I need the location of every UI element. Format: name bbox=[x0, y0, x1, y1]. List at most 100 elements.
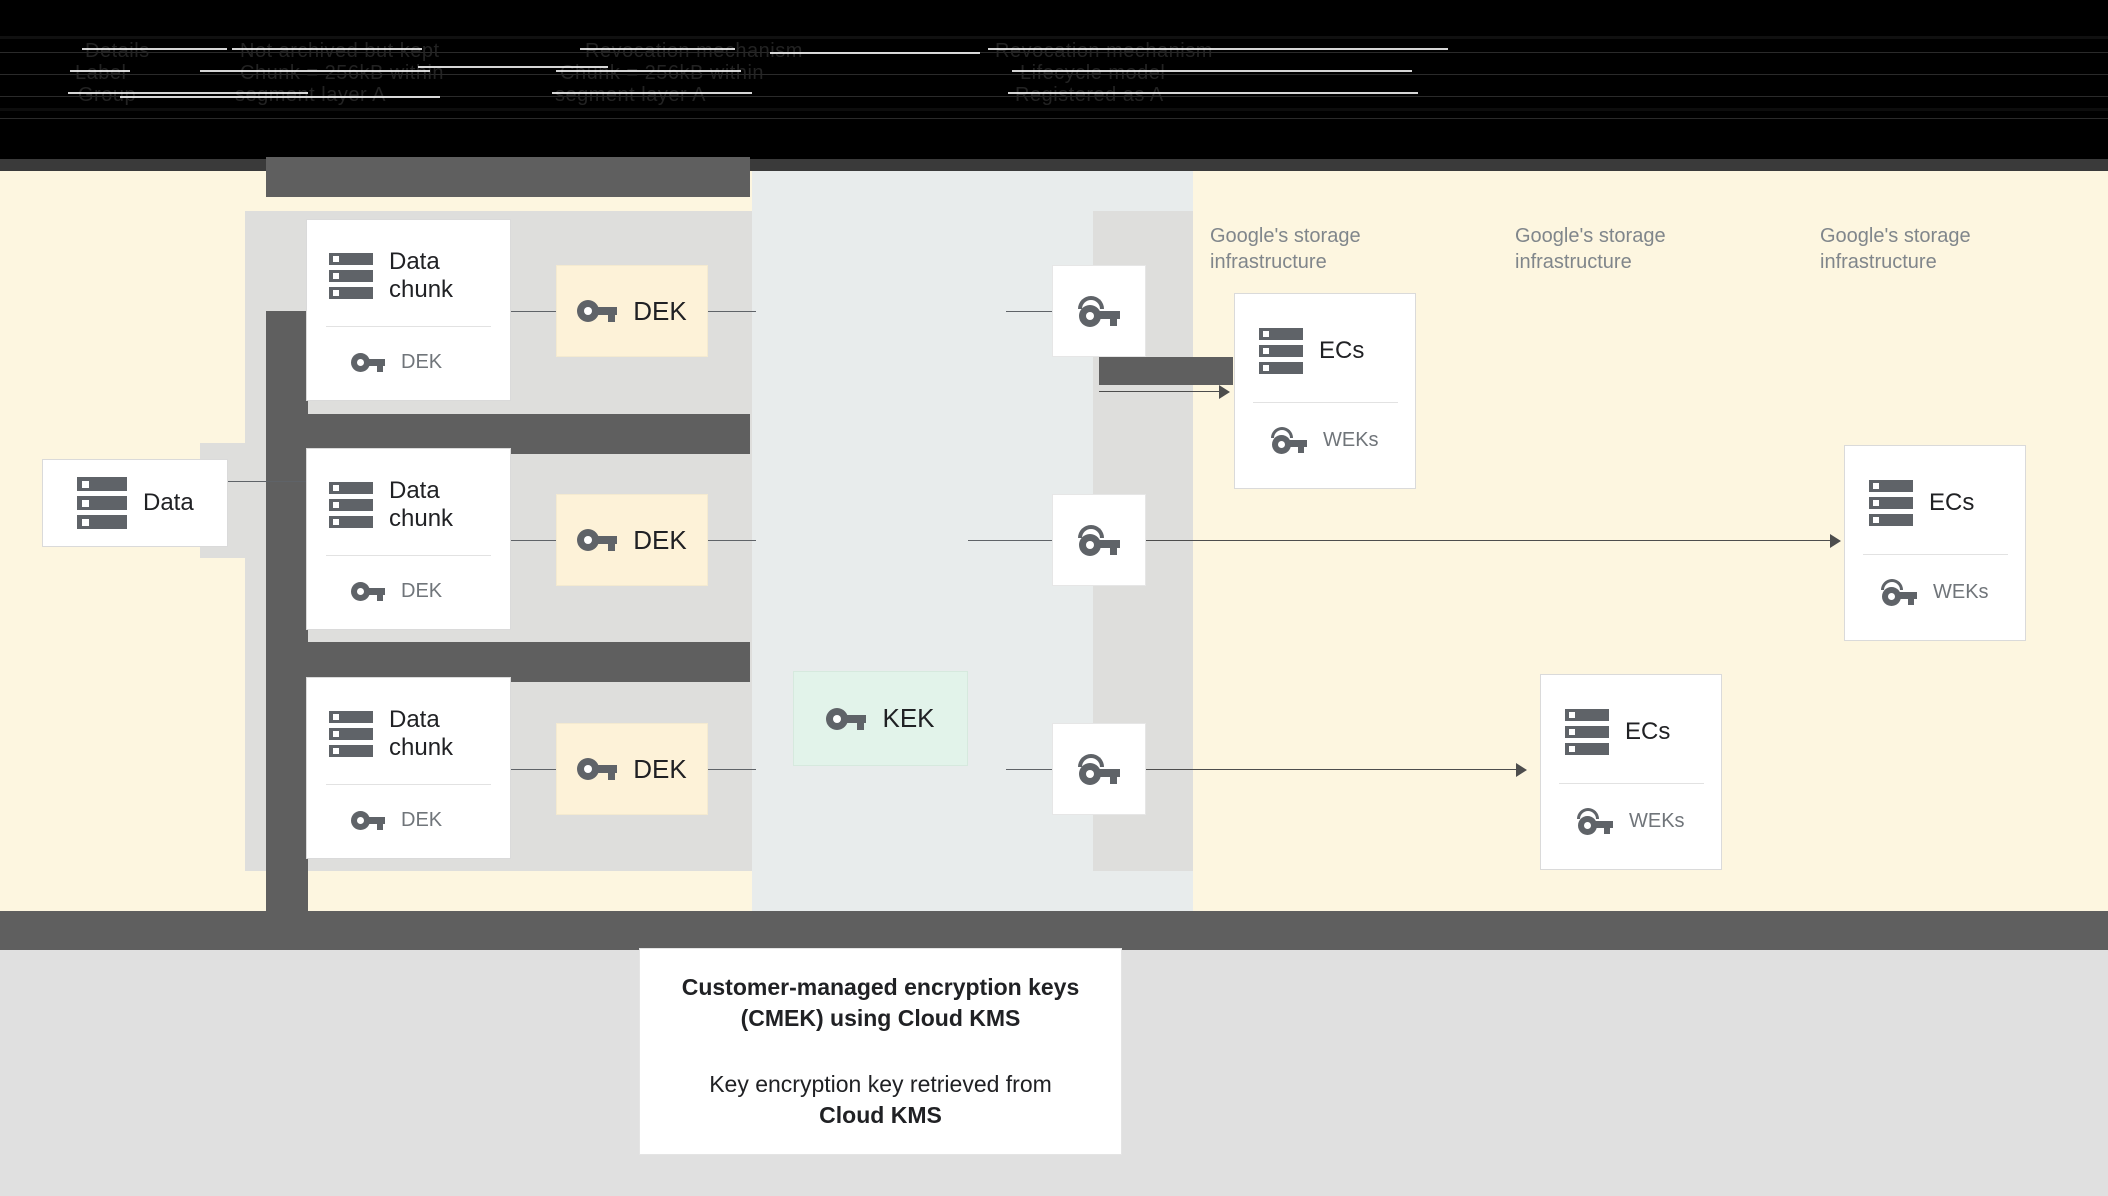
chunk-key-label: DEK bbox=[401, 350, 443, 373]
caption-box: Customer-managed encryption keys (CMEK) … bbox=[639, 948, 1122, 1155]
server-icon bbox=[329, 252, 373, 299]
arrow-line-ecs1 bbox=[1099, 391, 1226, 392]
glitch-text-row3-col1: Group bbox=[78, 84, 137, 106]
key-icon bbox=[351, 581, 385, 601]
dek-chip-1[interactable]: DEK bbox=[556, 265, 708, 357]
caption-regular-text: Key encryption key retrieved from bbox=[709, 1070, 1052, 1097]
server-icon bbox=[329, 481, 373, 528]
arrow-head-ecs1 bbox=[1219, 385, 1230, 399]
wrapped-key-icon bbox=[1078, 525, 1120, 556]
infra-label-text: Google's storage infrastructure bbox=[1820, 225, 1971, 273]
arrow-line-ecs2 bbox=[1146, 540, 1837, 541]
bracket-branch-3 bbox=[266, 157, 750, 197]
ecs-title: ECs bbox=[1625, 718, 1671, 746]
key-icon bbox=[577, 300, 618, 322]
wrapped-key-icon bbox=[1078, 296, 1120, 327]
wek1-output-stub bbox=[1099, 357, 1233, 385]
card-divider bbox=[326, 554, 491, 556]
line-data-to-bracket bbox=[228, 481, 308, 482]
caption-regular-bold: Cloud KMS bbox=[819, 1101, 942, 1128]
data-chunk-card-3[interactable]: Data chunk DEK bbox=[306, 677, 511, 859]
dek-chip-label: DEK bbox=[633, 295, 687, 326]
glitch-text-row1-col4: Revocation mechanism bbox=[995, 40, 1213, 62]
bottom-dark-strip bbox=[0, 911, 2108, 950]
infra-label-3: Google's storage infrastructure bbox=[1820, 223, 1995, 275]
glitch-text-row1-col2: Not archived but kept bbox=[240, 40, 440, 62]
key-icon bbox=[826, 707, 867, 730]
card-divider bbox=[326, 783, 491, 785]
key-icon bbox=[577, 529, 618, 551]
ecs-key-label: WEKs bbox=[1933, 580, 1989, 603]
infra-label-1: Google's storage infrastructure bbox=[1210, 223, 1385, 275]
line-dek2-boundary bbox=[708, 540, 756, 541]
card-divider bbox=[1862, 554, 2008, 555]
wrapped-key-box-3[interactable] bbox=[1052, 723, 1146, 815]
wrapped-key-icon bbox=[1881, 579, 1917, 606]
glitch-text-row3-col2: segment layer A bbox=[235, 84, 386, 106]
caption-bold-line-1: Customer-managed encryption keys bbox=[681, 974, 1080, 1001]
card-divider bbox=[1252, 402, 1398, 403]
ecs-box-2[interactable]: ECs WEKs bbox=[1844, 445, 2026, 641]
line-boundary-wek1 bbox=[1006, 311, 1052, 312]
line-dek1-boundary bbox=[708, 311, 756, 312]
glitch-text-row2-col4: Lifecycle model bbox=[1020, 62, 1166, 84]
infra-label-2: Google's storage infrastructure bbox=[1515, 223, 1690, 275]
server-icon bbox=[1565, 709, 1609, 755]
bracket-vertical bbox=[266, 311, 308, 941]
diagram-canvas: Data Data chunk DEK Data chunk DEK bbox=[0, 157, 2108, 941]
ecs-key-label: WEKs bbox=[1323, 428, 1379, 451]
card-divider bbox=[326, 325, 491, 327]
ecs-title: ECs bbox=[1319, 337, 1365, 365]
glitch-text-row3-col3: segment layer A bbox=[555, 84, 706, 106]
glitch-text-row1-col1: Details bbox=[85, 40, 150, 62]
key-icon bbox=[351, 810, 385, 830]
data-chunk-card-2[interactable]: Data chunk DEK bbox=[306, 448, 511, 630]
server-icon bbox=[1869, 480, 1913, 526]
chunk-key-label: DEK bbox=[401, 808, 443, 831]
wrapped-key-icon bbox=[1271, 427, 1307, 454]
glitch-text-row3-col4: Registered as A bbox=[1015, 84, 1164, 106]
ecs-title: ECs bbox=[1929, 489, 1975, 517]
bracket-branch-1 bbox=[266, 414, 750, 454]
ecs-box-1[interactable]: ECs WEKs bbox=[1234, 293, 1416, 489]
chunk-title: Data chunk bbox=[389, 706, 454, 761]
card-divider bbox=[1558, 783, 1704, 784]
wrapped-key-icon bbox=[1577, 808, 1613, 835]
glitch-text-row2-col2: Chunk = 256kB within bbox=[240, 62, 445, 84]
wrapped-key-icon bbox=[1078, 754, 1120, 785]
wrapped-key-box-1[interactable] bbox=[1052, 265, 1146, 357]
line-chunk1-dek1 bbox=[511, 311, 556, 312]
infra-label-text: Google's storage infrastructure bbox=[1515, 225, 1666, 273]
glitch-band: Details Not archived but kept Revocation… bbox=[0, 0, 2108, 159]
bracket-branch-2 bbox=[266, 642, 750, 682]
kek-chip[interactable]: KEK bbox=[793, 671, 968, 766]
server-icon bbox=[77, 477, 127, 529]
chunk-title: Data chunk bbox=[389, 477, 454, 532]
ecs-box-3[interactable]: ECs WEKs bbox=[1540, 674, 1722, 870]
server-icon bbox=[329, 710, 373, 757]
server-icon bbox=[1259, 328, 1303, 374]
caption-bold-line-2: (CMEK) using Cloud KMS bbox=[740, 1005, 1021, 1032]
glitch-text-row1-col3: Revocation mechanism bbox=[585, 40, 803, 62]
glitch-text-row2-col1: Label bbox=[75, 62, 127, 84]
arrow-head-ecs2 bbox=[1830, 534, 1841, 548]
data-box[interactable]: Data bbox=[42, 459, 228, 547]
arrow-head-ecs3 bbox=[1516, 763, 1527, 777]
dek-chip-2[interactable]: DEK bbox=[556, 494, 708, 586]
key-icon bbox=[351, 352, 385, 372]
line-chunk3-dek3 bbox=[511, 769, 556, 770]
line-boundary-wek3 bbox=[1006, 769, 1052, 770]
caption-regular-line: Key encryption key retrieved from Cloud … bbox=[709, 1069, 1052, 1131]
dek-chip-label: DEK bbox=[633, 524, 687, 555]
line-kek-to-wek bbox=[968, 540, 1052, 541]
line-dek3-boundary bbox=[708, 769, 756, 770]
chunk-key-label: DEK bbox=[401, 579, 443, 602]
data-box-label: Data bbox=[143, 489, 194, 517]
arrow-line-ecs3 bbox=[1146, 769, 1523, 770]
data-chunk-card-1[interactable]: Data chunk DEK bbox=[306, 219, 511, 401]
wrapped-key-box-2[interactable] bbox=[1052, 494, 1146, 586]
chunk-title: Data chunk bbox=[389, 248, 454, 303]
kek-chip-label: KEK bbox=[882, 703, 935, 733]
dek-chip-3[interactable]: DEK bbox=[556, 723, 708, 815]
